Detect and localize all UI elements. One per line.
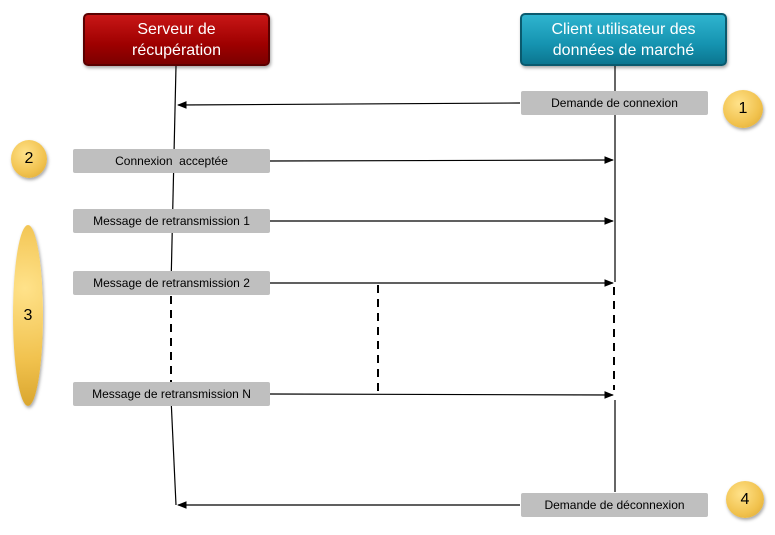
server-lifeline-bottom xyxy=(170,397,177,506)
message-retransmission-1: Message de retransmission 1 xyxy=(73,209,270,233)
server-actor: Serveur de récupération xyxy=(83,13,270,66)
arrow-connect-accepted xyxy=(269,156,614,164)
server-lifeline-top xyxy=(170,65,177,287)
message-disconnect-request: Demande de déconnexion xyxy=(521,493,708,517)
arrow-retransmission-n xyxy=(269,391,614,399)
arrow-connect-request xyxy=(177,101,521,109)
step-badge-1: 1 xyxy=(723,90,763,128)
server-actor-label: Serveur de récupération xyxy=(132,20,221,59)
message-connect-request: Demande de connexion xyxy=(521,91,708,115)
message-retransmission-2: Message de retransmission 2 xyxy=(73,271,270,295)
client-actor-label: Client utilisateur des données de marché xyxy=(551,20,696,59)
step-badge-2: 2 xyxy=(11,140,47,178)
client-actor: Client utilisateur des données de marché xyxy=(520,13,727,66)
step-badge-4: 4 xyxy=(726,481,764,518)
message-connect-accepted: Connexion acceptée xyxy=(73,149,270,173)
message-retransmission-n: Message de retransmission N xyxy=(73,382,270,406)
step-badge-3: 3 xyxy=(13,225,43,406)
